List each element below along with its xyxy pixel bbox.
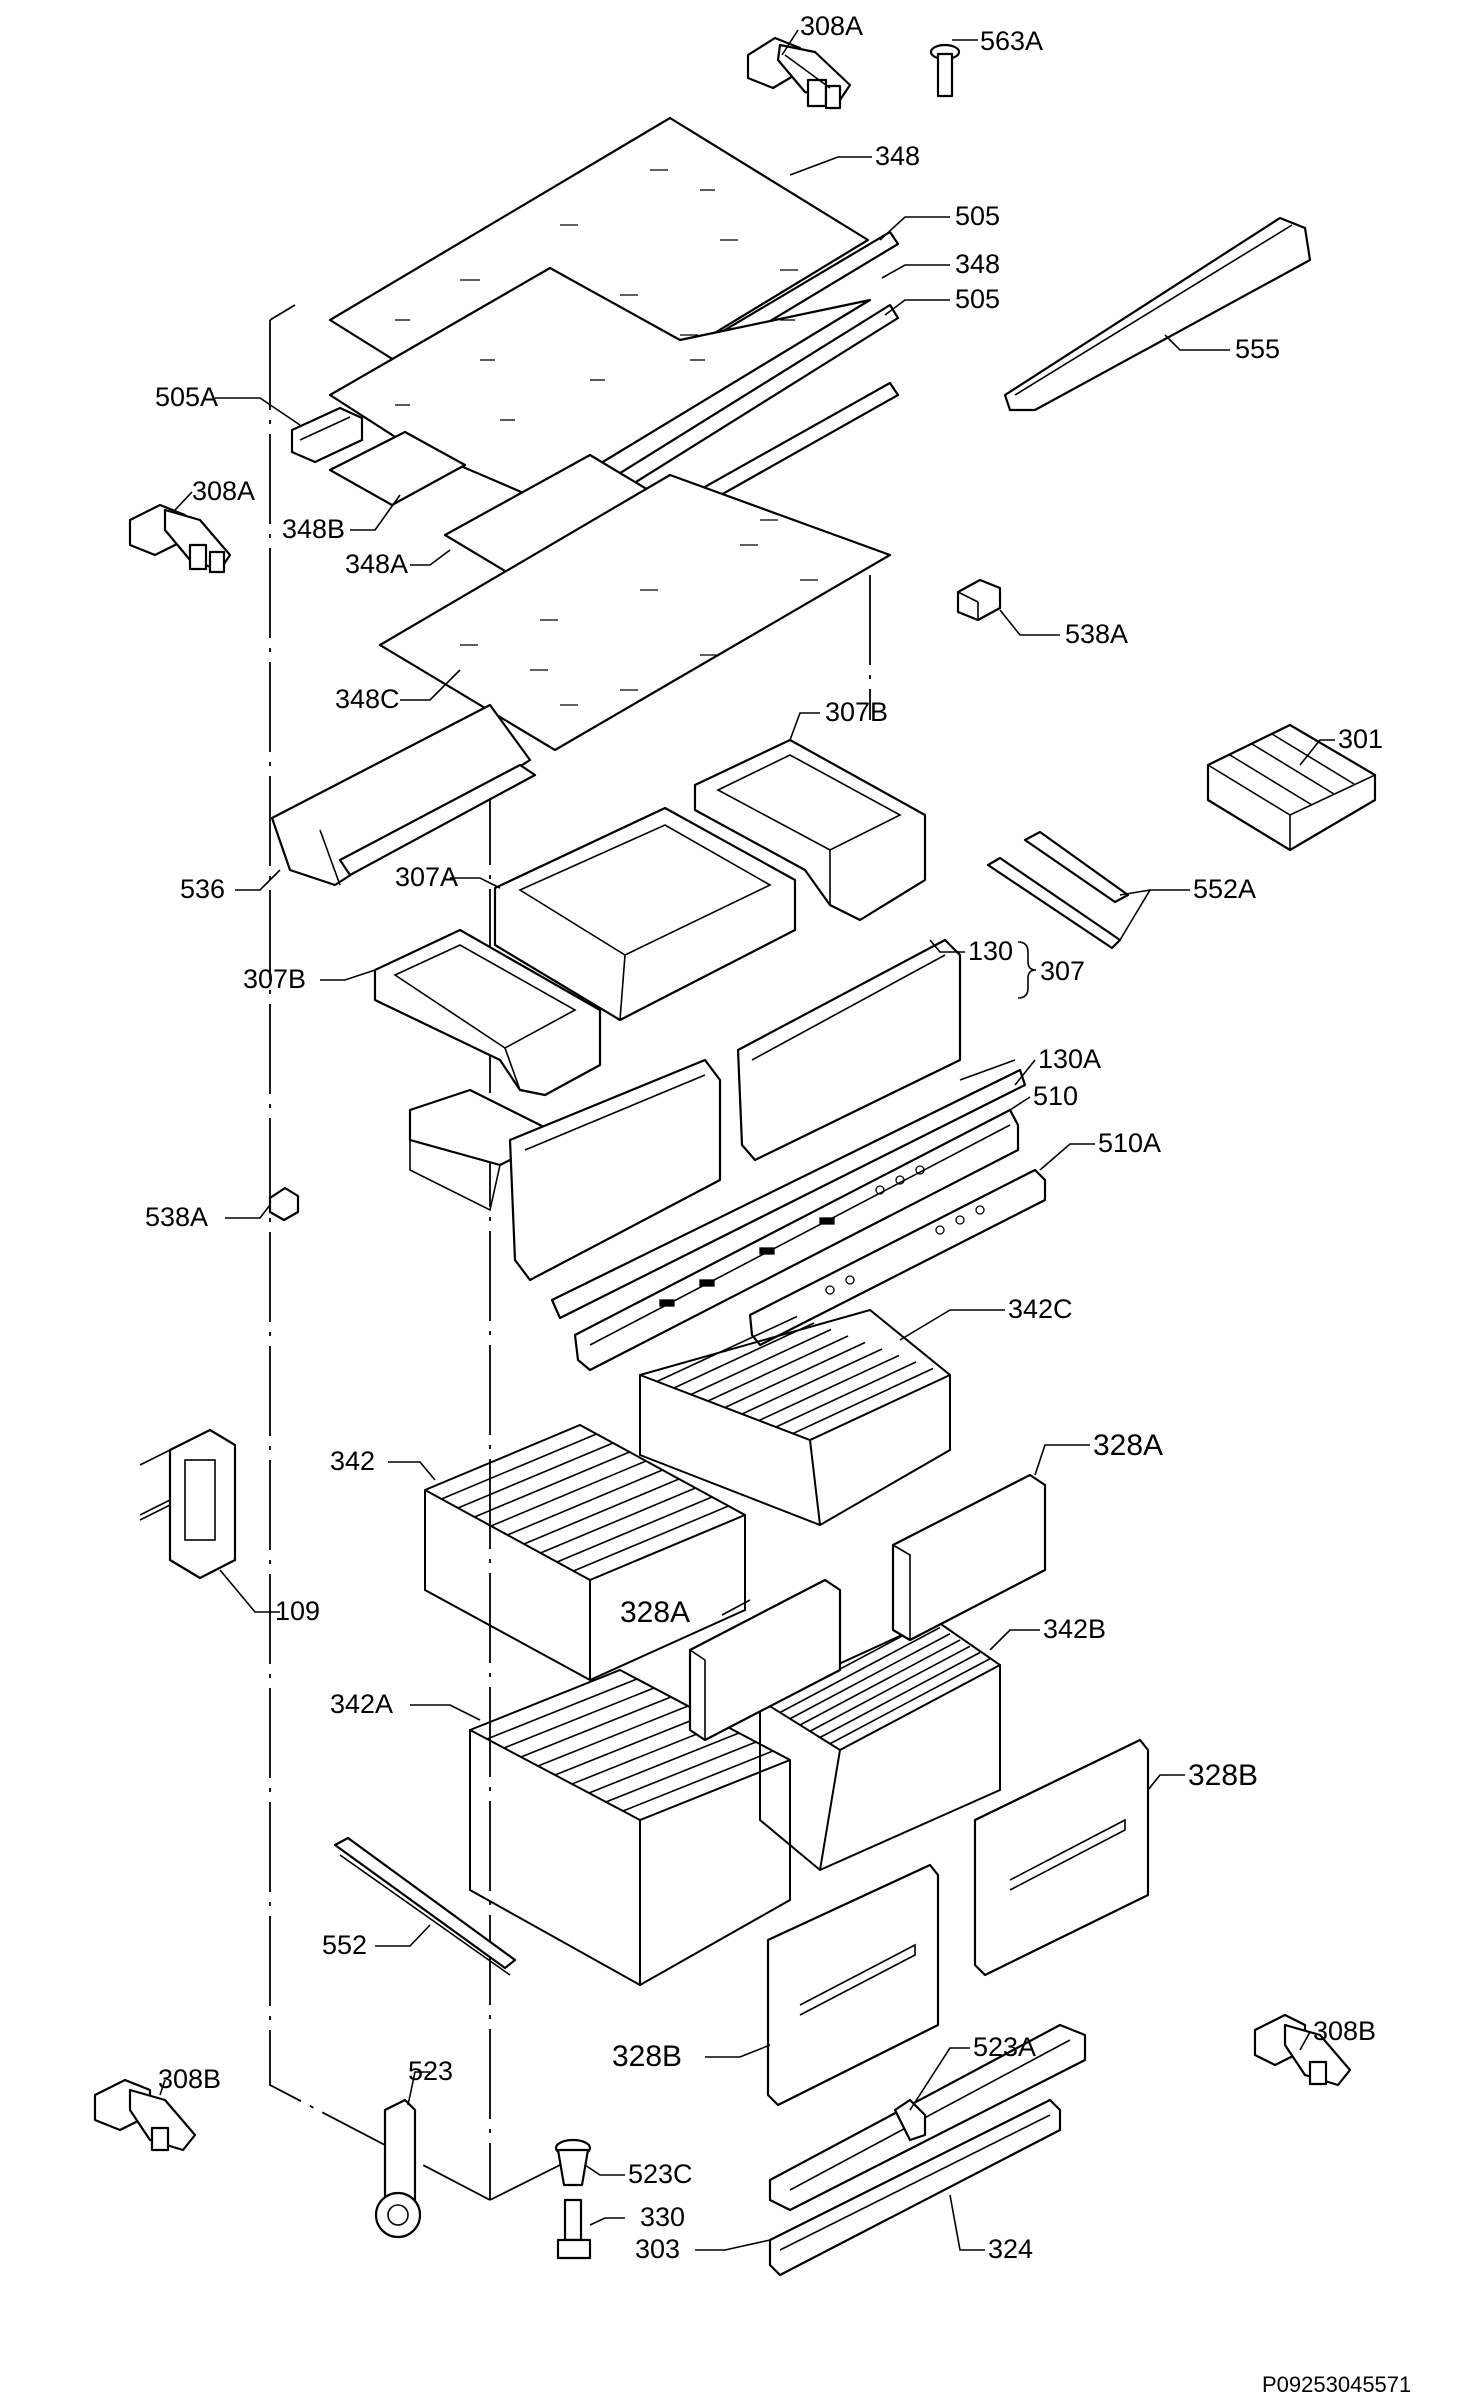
rail-552: [333, 1836, 517, 1976]
drawing-code: P09253045571: [1262, 2372, 1411, 2397]
frame-130a: [550, 1068, 1027, 1320]
flap-328a-mid: [688, 1578, 842, 1742]
plinth-523a: [768, 2023, 1087, 2212]
callout-308B-left: 308B: [158, 2064, 221, 2094]
callout-328A-mid: 328A: [620, 1596, 690, 1629]
drawer-307a: [493, 806, 797, 1022]
hinge-308b-right: [1253, 2013, 1352, 2087]
callout-307B-top: 307B: [825, 697, 888, 727]
callout-307: 307: [1040, 956, 1085, 986]
ice-tray-301: [1206, 723, 1377, 852]
callout-510A: 510A: [1098, 1128, 1161, 1158]
callout-555: 555: [1235, 334, 1280, 364]
basket-342a: [469, 1668, 791, 1987]
callout-307B-left: 307B: [243, 964, 306, 994]
callout-130A: 130A: [1038, 1044, 1101, 1074]
callout-348-second: 348: [955, 249, 1000, 279]
callout-348A: 348A: [345, 549, 408, 579]
callout-505-top: 505: [955, 201, 1000, 231]
callout-523C: 523C: [628, 2159, 693, 2189]
callout-348C: 348C: [335, 684, 400, 714]
callout-536: 536: [180, 874, 225, 904]
glass-shelf-348b: [328, 430, 467, 507]
hinge-308a-left: [128, 503, 232, 574]
drawer-307b-left: [373, 928, 602, 1097]
callout-330: 330: [640, 2202, 685, 2232]
callout-552: 552: [322, 1930, 367, 1960]
callout-130: 130: [968, 936, 1013, 966]
callout-308B-right: 308B: [1313, 2016, 1376, 2046]
control-panel-510a: [748, 1168, 1047, 1347]
rail-552a: [986, 830, 1130, 950]
callout-308A-left: 308A: [192, 476, 255, 506]
callout-342A: 342A: [330, 1689, 393, 1719]
callout-342C: 342C: [1008, 1294, 1073, 1324]
callout-301: 301: [1338, 724, 1383, 754]
basket-342: [424, 1423, 746, 1682]
callout-342: 342: [330, 1446, 375, 1476]
callout-307A: 307A: [395, 862, 458, 892]
callout-328B-right: 328B: [1188, 1759, 1258, 1792]
callout-505-second: 505: [955, 284, 1000, 314]
callout-labels: 308A 563A 348 505 348 505 555 505A 308A …: [145, 11, 1383, 2264]
trim-505a: [290, 406, 364, 464]
trim-536: [270, 703, 537, 887]
basket-342c: [639, 1308, 951, 1527]
callout-328A-right: 328A: [1093, 1429, 1163, 1462]
flap-328b-right: [973, 1738, 1150, 1977]
callout-308A-top: 308A: [800, 11, 863, 41]
foot-523: [374, 2098, 422, 2239]
flap-328b-left: [766, 1863, 940, 2107]
connector-538a-right: [956, 578, 1002, 622]
callout-348B: 348B: [282, 514, 345, 544]
plinth-324: [768, 2098, 1062, 2277]
callout-510: 510: [1033, 1081, 1078, 1111]
flap-328a-right: [891, 1473, 1047, 1642]
bracket-109: [139, 1428, 237, 1580]
hinge-308a-top: [746, 36, 852, 110]
drawer-front-130-left: [508, 1058, 722, 1282]
leader-lines: [159, 29, 1335, 2251]
callout-523A: 523A: [973, 2032, 1036, 2062]
connector-538a-left: [268, 1186, 300, 1222]
callout-342B: 342B: [1043, 1614, 1106, 1644]
callout-109: 109: [275, 1596, 320, 1626]
callout-324: 324: [988, 2234, 1033, 2264]
callout-538A-left: 538A: [145, 1202, 208, 1232]
callout-348-top: 348: [875, 141, 920, 171]
callout-552A: 552A: [1193, 874, 1256, 904]
callout-523: 523: [408, 2056, 453, 2086]
callout-538A-right: 538A: [1065, 619, 1128, 649]
screw-563a: [929, 43, 961, 98]
callout-328B-left: 328B: [612, 2040, 682, 2073]
glass-shelf-348c: [378, 473, 892, 752]
drawer-front-130-right: [736, 938, 962, 1162]
foot-523c: [554, 2138, 592, 2187]
screw-330: [556, 2198, 592, 2260]
hinge-308b-left: [93, 2078, 197, 2152]
callout-563A: 563A: [980, 26, 1043, 56]
door-trim-555: [1003, 216, 1312, 412]
callout-505A: 505A: [155, 382, 218, 412]
callout-303: 303: [635, 2234, 680, 2264]
drawer-307b-top: [693, 738, 927, 922]
